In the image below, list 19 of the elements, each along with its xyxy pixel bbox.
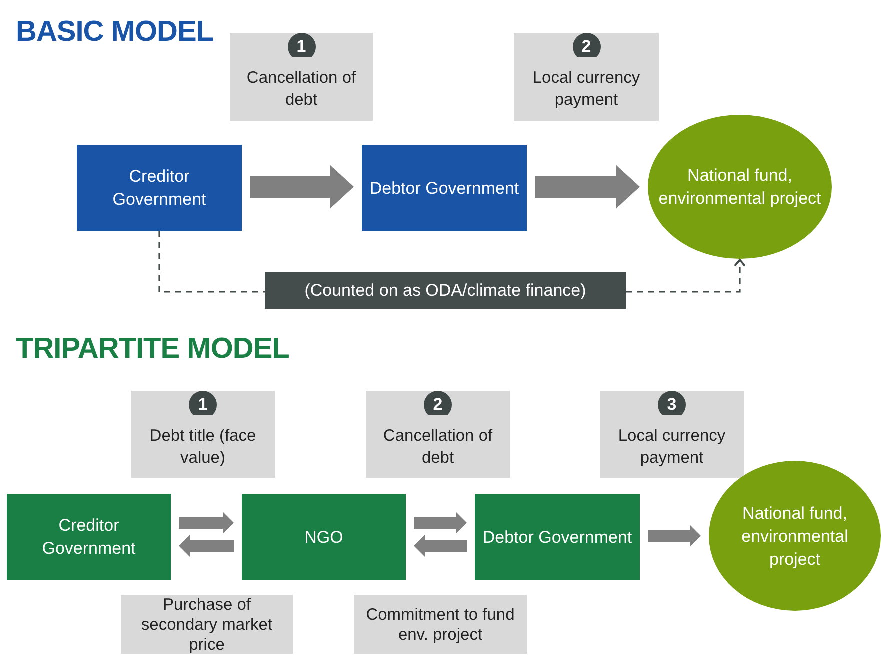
ellipse-node: National fund, environmental project [709, 461, 881, 611]
ellipse-node: National fund, environmental project [648, 115, 832, 259]
note-box: Purchase of secondary market price [121, 595, 293, 654]
block-arrow [648, 525, 701, 547]
process-box: Debtor Government [475, 494, 640, 580]
block-arrow [250, 165, 354, 209]
block-arrow [179, 512, 234, 534]
note-box: Commitment to fund env. project [354, 595, 527, 654]
section-heading: TRIPARTITE MODEL [16, 333, 290, 366]
section-heading: BASIC MODEL [16, 16, 214, 49]
process-box: Creditor Government [77, 145, 242, 231]
edge-label: (Counted on as ODA/climate finance) [265, 272, 626, 309]
process-box: Creditor Government [7, 494, 171, 580]
process-box: Debtor Government [362, 145, 527, 231]
block-arrow [535, 165, 640, 209]
block-arrow [414, 535, 467, 557]
process-box: NGO [242, 494, 406, 580]
block-arrow [414, 512, 467, 534]
block-arrow [179, 535, 234, 557]
